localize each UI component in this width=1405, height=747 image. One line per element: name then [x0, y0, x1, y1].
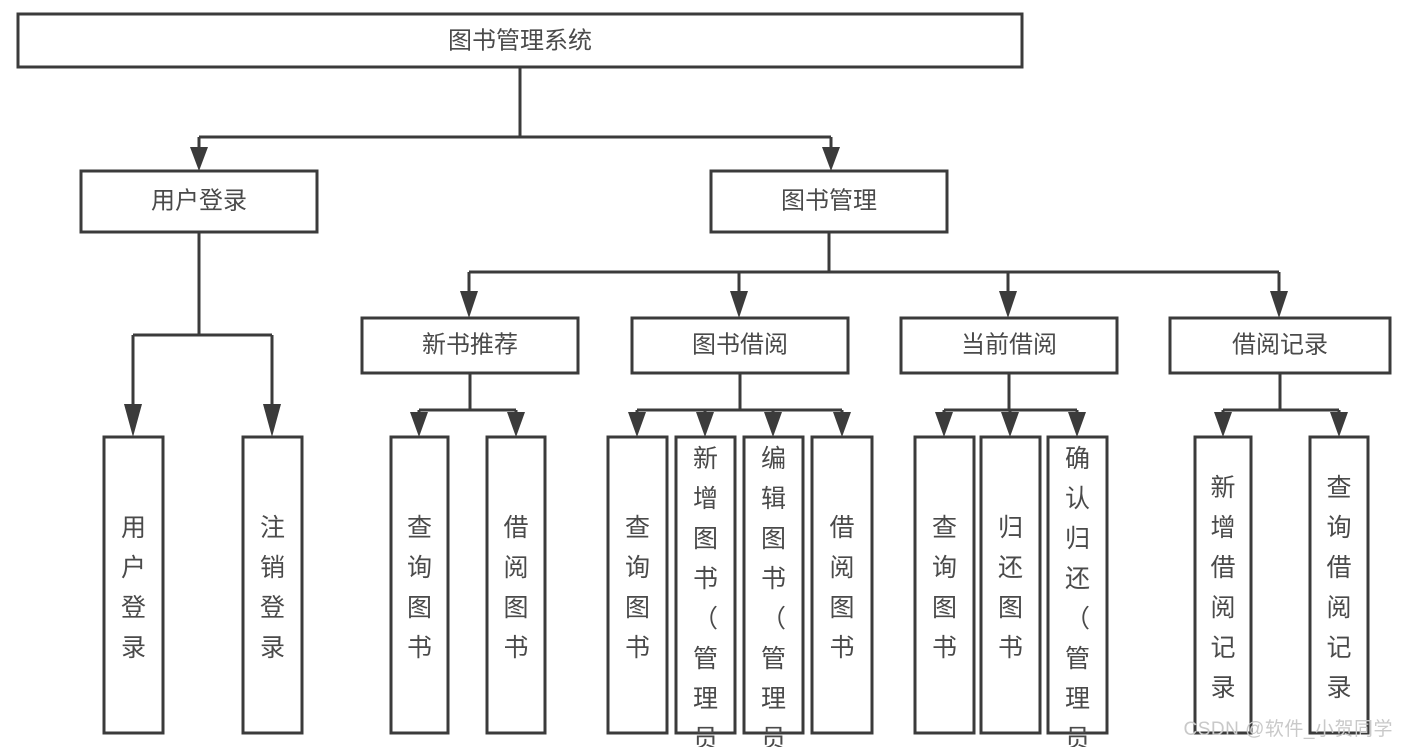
leaf-borrow-book-new-box[interactable] — [485, 435, 547, 735]
node-root-system[interactable]: 图书管理系统 — [16, 12, 1024, 69]
leaf-add-book-label: 新增图书（管理员） — [693, 445, 718, 747]
node-user-login[interactable]: 用户登录 — [79, 169, 319, 234]
leaf-query-book-new-label: 查询图书 — [407, 514, 432, 662]
leaf-logout[interactable]: 注销登录 — [241, 435, 304, 735]
node-book-borrow-box[interactable] — [630, 316, 850, 375]
node-book-borrow[interactable]: 图书借阅 — [630, 316, 850, 375]
leaf-query-book-cur-box[interactable] — [913, 435, 976, 735]
node-new-book-rec-box[interactable] — [360, 316, 580, 375]
leaf-query-record-label: 查询借阅记录 — [1326, 474, 1351, 702]
leaf-user-login-label: 用户登录 — [121, 514, 146, 662]
arrowhead-leaf-confirm-return — [1068, 412, 1086, 437]
node-book-manage[interactable]: 图书管理 — [709, 169, 949, 234]
connectors-book-manage-to-level3 — [460, 232, 1288, 318]
arrowhead-borrow-record — [1270, 291, 1288, 318]
leaf-return-book[interactable]: 归还图书 — [979, 435, 1042, 735]
leaf-logout-label: 注销登录 — [260, 514, 285, 662]
node-book-manage-label: 图书管理 — [781, 187, 877, 214]
leaf-logout-box[interactable] — [241, 435, 304, 735]
arrowhead-leaf-query-book-new — [410, 412, 428, 437]
leaf-return-book-box[interactable] — [979, 435, 1042, 735]
leaf-user-login[interactable]: 用户登录 — [102, 435, 165, 735]
leaf-borrow-book-new[interactable]: 借阅图书 — [485, 435, 547, 735]
leaf-edit-book-label: 编辑图书（管理员） — [761, 445, 786, 747]
arrowhead-leaf-add-record — [1214, 412, 1232, 437]
connectors-new-book-rec-to-leaves — [410, 373, 525, 437]
node-borrow-record-box[interactable] — [1168, 316, 1392, 375]
node-book-borrow-label: 图书借阅 — [692, 331, 788, 358]
node-borrow-record[interactable]: 借阅记录 — [1168, 316, 1392, 375]
node-root-label: 图书管理系统 — [448, 27, 592, 54]
leaf-query-book-br[interactable]: 查询图书 — [606, 435, 669, 735]
leaf-confirm-return-label: 确认归还（管理员） — [1065, 445, 1090, 747]
arrowhead-leaf-borrow-book-new — [507, 412, 525, 437]
leaf-borrow-book-br[interactable]: 借阅图书 — [810, 435, 874, 735]
node-borrow-record-label: 借阅记录 — [1232, 331, 1328, 358]
node-current-borrow[interactable]: 当前借阅 — [899, 316, 1119, 375]
arrowhead-leaf-user-login — [124, 404, 142, 437]
leaf-confirm-return-box[interactable] — [1046, 435, 1109, 735]
connectors-user-login-to-leaves — [124, 232, 281, 437]
arrowhead-new-book-rec — [460, 291, 478, 318]
leaf-add-book[interactable]: 新增图书（管理员） — [674, 435, 737, 747]
arrowhead-book-manage — [822, 147, 840, 171]
arrowhead-leaf-query-record — [1330, 412, 1348, 437]
node-new-book-rec[interactable]: 新书推荐 — [360, 316, 580, 375]
leaf-add-record-box[interactable] — [1193, 435, 1253, 735]
leaf-borrow-book-new-label: 借阅图书 — [503, 514, 528, 662]
leaf-query-book-br-box[interactable] — [606, 435, 669, 735]
leaf-query-book-cur[interactable]: 查询图书 — [913, 435, 976, 735]
node-new-book-rec-label: 新书推荐 — [422, 331, 518, 358]
connectors-borrow-record-to-leaves — [1214, 373, 1348, 437]
node-root-box[interactable] — [16, 12, 1024, 69]
leaf-borrow-book-br-box[interactable] — [810, 435, 874, 735]
arrowhead-book-borrow — [730, 291, 748, 318]
node-current-borrow-box[interactable] — [899, 316, 1119, 375]
leaf-query-record[interactable]: 查询借阅记录 — [1308, 435, 1370, 735]
node-current-borrow-label: 当前借阅 — [961, 331, 1057, 358]
leaf-edit-book[interactable]: 编辑图书（管理员） — [742, 435, 805, 747]
arrowhead-current-borrow — [999, 291, 1017, 318]
arrowhead-leaf-return-book — [1001, 412, 1019, 437]
leaf-query-book-new-box[interactable] — [389, 435, 450, 735]
arrowhead-leaf-logout — [263, 404, 281, 437]
node-user-login-box[interactable] — [79, 169, 319, 234]
leaf-user-login-box[interactable] — [102, 435, 165, 735]
arrowhead-leaf-add-book — [696, 412, 714, 437]
arrowhead-leaf-edit-book — [764, 412, 782, 437]
leaf-query-record-box[interactable] — [1308, 435, 1370, 735]
arrowhead-leaf-query-book-br — [628, 412, 646, 437]
leaf-confirm-return[interactable]: 确认归还（管理员） — [1046, 435, 1109, 747]
leaf-query-book-new[interactable]: 查询图书 — [389, 435, 450, 735]
leaf-add-book-box[interactable] — [674, 435, 737, 735]
leaf-node-layer: 用户登录 注销登录 查询图书 借阅图书 查询图书 新增图书（管理员） 编辑图书（管理员） 借阅… — [102, 435, 1370, 747]
leaf-query-book-cur-label: 查询图书 — [932, 514, 957, 662]
arrowhead-user-login — [190, 147, 208, 171]
connectors-current-borrow-to-leaves — [935, 373, 1086, 437]
node-user-login-label: 用户登录 — [151, 187, 247, 214]
connectors-book-borrow-to-leaves — [628, 373, 851, 437]
leaf-return-book-label: 归还图书 — [998, 514, 1023, 662]
leaf-query-book-br-label: 查询图书 — [625, 514, 650, 662]
leaf-edit-book-box[interactable] — [742, 435, 805, 735]
leaf-add-record[interactable]: 新增借阅记录 — [1193, 435, 1253, 735]
leaf-add-record-label: 新增借阅记录 — [1210, 474, 1235, 702]
leaf-borrow-book-br-label: 借阅图书 — [829, 514, 854, 662]
arrowhead-leaf-borrow-book-br — [833, 412, 851, 437]
connectors-root-to-level2 — [190, 67, 840, 171]
node-book-manage-box[interactable] — [709, 169, 949, 234]
arrowhead-leaf-query-book-cur — [935, 412, 953, 437]
